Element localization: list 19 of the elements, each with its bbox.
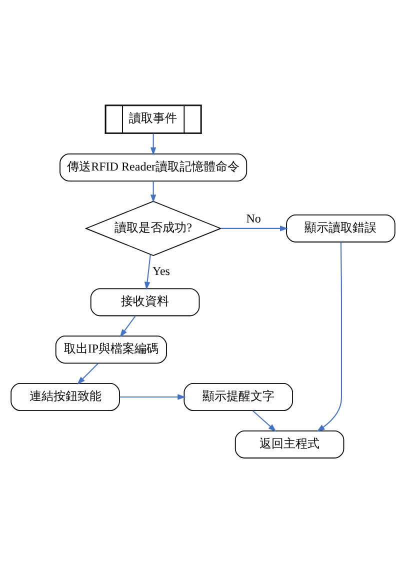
arrow — [120, 316, 136, 338]
arrow — [316, 242, 342, 432]
node-box: 返回主程式 — [234, 430, 344, 458]
arrow — [220, 226, 288, 232]
arrow — [150, 134, 156, 156]
node-box: 顯示讀取錯誤 — [286, 214, 396, 242]
node-box: 接收資料 — [90, 288, 200, 316]
node-box: 顯示提醒文字 — [184, 383, 294, 412]
arrow — [150, 181, 156, 203]
arrow — [120, 394, 186, 400]
node-box: 傳送RFID Reader讀取記憶體命令 — [60, 153, 248, 182]
node-diamond: 讀取是否成功? — [84, 200, 222, 256]
edge-label: Yes — [152, 264, 170, 278]
edge-label: No — [246, 211, 261, 226]
arrow — [77, 363, 99, 384]
node-box: 取出IP與檔案編碼 — [55, 336, 167, 364]
arrow — [144, 254, 151, 290]
node-box: 連結按鈕致能 — [10, 383, 120, 412]
arrow — [252, 410, 276, 432]
